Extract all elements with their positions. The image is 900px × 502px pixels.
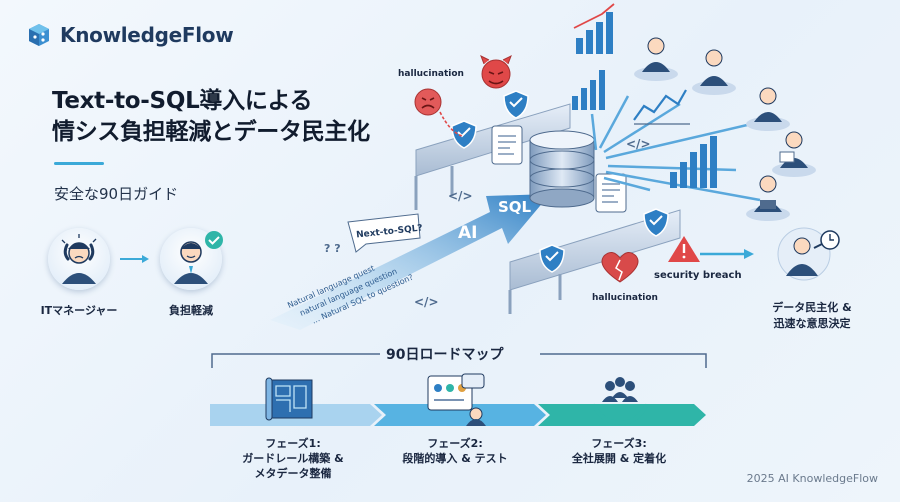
team-support-icon bbox=[592, 377, 648, 425]
phase-3-line-2: 全社展開 & 定着化 bbox=[571, 452, 667, 465]
roadmap-timeline bbox=[210, 404, 706, 426]
checkmark-badge-icon bbox=[205, 231, 223, 249]
outcome-line-1: データ民主化 & bbox=[772, 301, 852, 314]
line-chart-icon bbox=[633, 89, 690, 125]
phase-3-label: フェーズ3: 全社展開 & 定着化 bbox=[544, 436, 694, 466]
database-icon bbox=[529, 130, 595, 208]
phase-1-line-3: メタデータ整備 bbox=[254, 467, 332, 480]
blueprint-icon bbox=[265, 377, 313, 421]
query-beam-arrow bbox=[270, 194, 550, 330]
phase-2-label: フェーズ2: 段階的導入 & テスト bbox=[380, 436, 530, 466]
title-line-1: Text-to-SQL導入による bbox=[52, 88, 313, 114]
svg-text:</>: </> bbox=[626, 137, 651, 151]
outcome-label: データ民主化 & 迅速な意思決定 bbox=[752, 300, 872, 332]
angry-face-icon bbox=[414, 88, 442, 116]
roadmap-title: 90日ロードマップ bbox=[386, 347, 504, 363]
knowledgeflow-logo-icon bbox=[29, 24, 49, 46]
footer-copyright: 2025 AI KnowledgeFlow bbox=[746, 472, 878, 485]
user-node-icon bbox=[772, 131, 816, 177]
phase-3-title: フェーズ3: bbox=[591, 437, 647, 450]
broken-heart-icon bbox=[601, 252, 639, 283]
hallucination-bottom-label: hallucination bbox=[592, 293, 658, 303]
clock-icon bbox=[820, 230, 840, 250]
title-divider bbox=[54, 162, 104, 165]
phase-2-arrow bbox=[374, 404, 546, 426]
hallucination-top-label: hallucination bbox=[398, 69, 464, 79]
document-icon bbox=[491, 125, 523, 165]
sql-label: SQL bbox=[498, 198, 532, 216]
svg-text:? ?: ? ? bbox=[324, 242, 341, 255]
devil-icon bbox=[480, 54, 512, 89]
text-to-sql-diagram: </> </> </> AI SQL Next-to-SQL? ? ? Natu… bbox=[270, 3, 840, 330]
question-bubble: Next-to-SQL? bbox=[347, 213, 423, 253]
svg-text:</>: </> bbox=[448, 189, 473, 203]
it-manager-label: ITマネージャー bbox=[40, 304, 118, 317]
shield-icon bbox=[643, 208, 669, 237]
roadmap-bracket bbox=[211, 353, 707, 368]
shield-icon bbox=[503, 90, 529, 119]
brand: KnowledgeFlow bbox=[26, 22, 234, 48]
arrow-right-icon bbox=[120, 255, 149, 263]
phase-2-line-2: 段階的導入 & テスト bbox=[402, 452, 508, 465]
phase-2-title: フェーズ2: bbox=[427, 437, 483, 450]
ai-label: AI bbox=[458, 223, 477, 243]
user-node-icon bbox=[746, 175, 790, 221]
relieved-person-icon bbox=[174, 241, 208, 284]
warning-icon bbox=[668, 236, 700, 262]
user-node-icon bbox=[746, 87, 790, 131]
user-node-icon bbox=[634, 37, 678, 81]
page-title: Text-to-SQL導入による 情シス負担軽減とデータ民主化 bbox=[52, 86, 370, 148]
shield-icon bbox=[539, 244, 565, 273]
decision-maker-avatar bbox=[777, 227, 831, 281]
stressed-person-icon bbox=[61, 234, 97, 284]
title-line-2: 情シス負担軽減とデータ民主化 bbox=[52, 119, 370, 145]
page-subtitle: 安全な90日ガイド bbox=[54, 185, 179, 203]
phase-1-line-2: ガードレール構築 & bbox=[242, 452, 344, 465]
phase-1-label: フェーズ1: ガードレール構築 & メタデータ整備 bbox=[218, 436, 368, 481]
bar-chart-icon bbox=[573, 3, 615, 54]
phase-3-arrow bbox=[538, 404, 706, 426]
relieved-label: 負担軽減 bbox=[169, 304, 213, 317]
security-breach-label: security breach bbox=[654, 270, 742, 281]
shield-icon bbox=[451, 120, 477, 149]
user-node-icon bbox=[692, 49, 736, 95]
brand-name: KnowledgeFlow bbox=[60, 23, 234, 47]
team-testing-icon bbox=[427, 373, 486, 426]
bar-chart-icon bbox=[572, 70, 605, 110]
bar-chart-icon bbox=[670, 136, 717, 188]
stressed-manager-avatar bbox=[48, 228, 110, 290]
outcome-line-2: 迅速な意思決定 bbox=[773, 317, 851, 330]
svg-text:</>: </> bbox=[414, 295, 439, 309]
phase-1-title: フェーズ1: bbox=[265, 437, 321, 450]
